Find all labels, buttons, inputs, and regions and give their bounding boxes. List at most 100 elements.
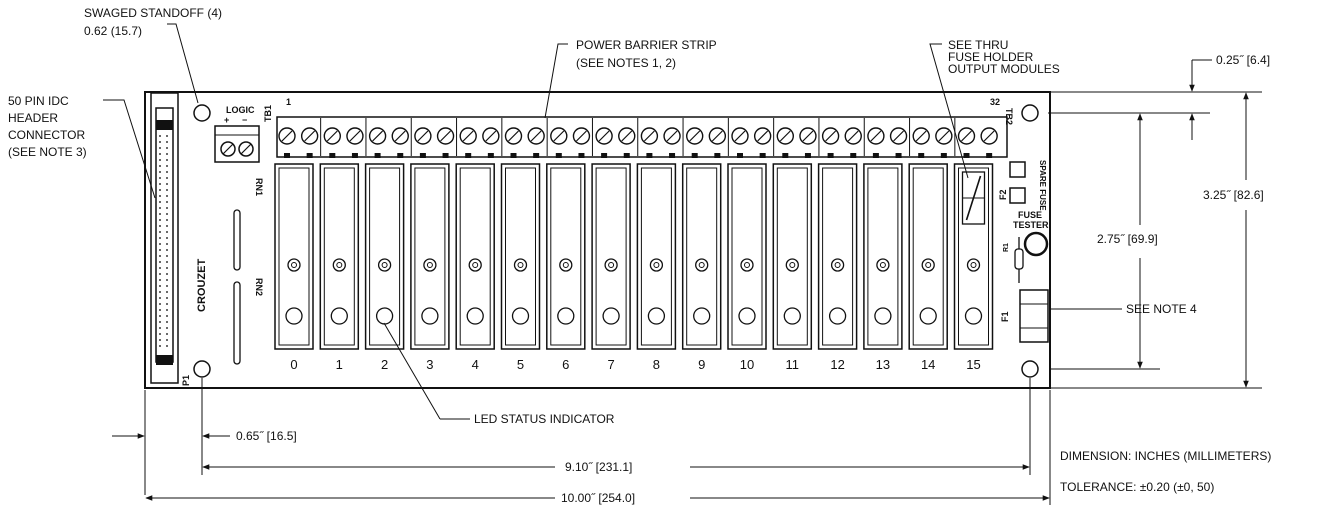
barrier-terminal-screw [346, 127, 364, 158]
led-status-indicator [375, 307, 394, 325]
module-number-label: 11 [786, 357, 800, 372]
top-offset-value: 0.25˝ [6.4] [1216, 53, 1270, 67]
output-module [953, 163, 994, 350]
callout-led-status: LED STATUS INDICATOR [383, 322, 615, 426]
led-status-indicator [738, 307, 756, 325]
idc-line3: CONNECTOR [8, 128, 85, 142]
barrier-terminal-screw [821, 127, 840, 158]
logic-plus: + [224, 115, 229, 125]
led-status-indicator [874, 307, 892, 325]
fuse-tester-button [1023, 231, 1049, 257]
led-status-indicator [964, 307, 983, 325]
fuse-line2: FUSE HOLDER [948, 50, 1034, 64]
module-number-label: 8 [653, 357, 660, 372]
led-status-indicator [285, 307, 303, 325]
module-number-label: 12 [830, 357, 844, 372]
callout-swaged-standoff: SWAGED STANDOFF (4) 0.62 (15.7) [84, 6, 222, 104]
dim-left-offset: 0.65˝ [16.5] [112, 378, 297, 495]
idc-line4: (SEE NOTE 3) [8, 145, 87, 159]
barrier-terminal-screw [436, 127, 455, 158]
barrier-terminal-screw [912, 127, 930, 158]
idc-line2: HEADER [8, 111, 58, 125]
fuse-tester-label-1: FUSE [1018, 210, 1042, 220]
module-number-label: 0 [290, 357, 297, 372]
barrier-terminal-screw [980, 127, 998, 158]
module-number-label: 9 [698, 357, 705, 372]
overall-height-value: 3.25˝ [82.6] [1203, 188, 1264, 202]
pcb-outline [144, 91, 1051, 389]
standoff-line1: SWAGED STANDOFF (4) [84, 6, 222, 20]
power-barrier-strip [276, 116, 1008, 158]
output-module [908, 163, 948, 350]
led-status-indicator [330, 307, 348, 325]
module-number-label: 15 [966, 357, 980, 372]
resistor-network-rn1 [233, 209, 241, 271]
module-number-label: 2 [381, 357, 388, 372]
barrier-terminal-screw [686, 127, 704, 158]
barrier-line1: POWER BARRIER STRIP [576, 38, 717, 52]
barrier-terminal-screw [753, 127, 772, 158]
output-module [500, 163, 541, 350]
p1-label: P1 [181, 375, 191, 386]
note4-label: SEE NOTE 4 [1126, 302, 1197, 316]
left-offset-value: 0.65˝ [16.5] [236, 429, 297, 443]
output-module [591, 163, 631, 350]
barrier-terminal-screw [640, 127, 659, 158]
r1-label: R1 [1003, 243, 1010, 252]
standoff-hole-top-left [193, 104, 211, 122]
barrier-terminal-screw [618, 127, 636, 158]
module-number-label: 1 [336, 357, 343, 372]
module-number-label: 6 [562, 357, 569, 372]
led-status-indicator [647, 307, 666, 325]
callout-fuse-holder: SEE THRU FUSE HOLDER OUTPUT MODULES [929, 38, 1060, 179]
hole-spacing-h-value: 9.10˝ [231.1] [565, 460, 632, 474]
barrier-terminal-screw [844, 127, 862, 158]
fuse-line1: SEE THRU [948, 38, 1008, 52]
output-modules [274, 163, 994, 350]
barrier-terminal-screw [504, 127, 523, 158]
standoff-hole-bottom-right [1021, 360, 1039, 378]
output-module [364, 163, 405, 350]
output-module [863, 163, 903, 350]
hole-spacing-v-value: 2.75˝ [69.9] [1097, 232, 1158, 246]
led-status-indicator [602, 307, 620, 325]
barrier-terminal-screw [799, 127, 817, 158]
output-module [727, 163, 767, 350]
resistor-network-rn2 [233, 281, 241, 365]
barrier-terminal-screw [663, 127, 681, 158]
barrier-terminal-screw [414, 127, 432, 158]
barrier-terminal-screw [300, 127, 319, 158]
idc-header-connector [150, 92, 179, 384]
output-module [319, 163, 360, 350]
barrier-terminal-screw [708, 127, 727, 158]
standoff-hole-bottom-left [193, 360, 211, 378]
barrier-terminal-screw [368, 127, 387, 158]
standoff-line2: 0.62 (15.7) [84, 24, 142, 38]
idc-line1: 50 PIN IDC [8, 94, 69, 108]
led-status-indicator [557, 307, 575, 325]
module-number-label: 4 [472, 357, 479, 372]
barrier-terminal-screw [935, 127, 953, 158]
output-module [455, 163, 495, 350]
spare-fuse-label: SPARE FUSE [1038, 160, 1047, 211]
standoff-hole-top-right [1021, 104, 1039, 122]
callout-power-barrier-strip: POWER BARRIER STRIP (SEE NOTES 1, 2) [544, 38, 717, 119]
fuse-tester-label-2: TESTER [1013, 220, 1049, 230]
dim-hole-spacing-horizontal: 9.10˝ [231.1] [202, 378, 1031, 475]
output-module [681, 163, 722, 350]
led-status-indicator [511, 307, 530, 325]
brand-label: CROUZET [196, 259, 208, 312]
barrier-terminal-screw [550, 127, 568, 158]
output-module [817, 163, 858, 350]
units-note: DIMENSION: INCHES (MILLIMETERS) [1060, 449, 1271, 463]
barrier-terminal-screw [323, 127, 341, 158]
resistor-r1 [1014, 237, 1024, 283]
led-status-indicator [693, 307, 711, 325]
pin32-label: 32 [990, 97, 1000, 107]
output-module [772, 163, 813, 350]
barrier-terminal-screw [776, 127, 794, 158]
barrier-terminal-screw [482, 127, 500, 158]
output-module [410, 163, 450, 350]
tb2-label: TB2 [1004, 108, 1014, 125]
